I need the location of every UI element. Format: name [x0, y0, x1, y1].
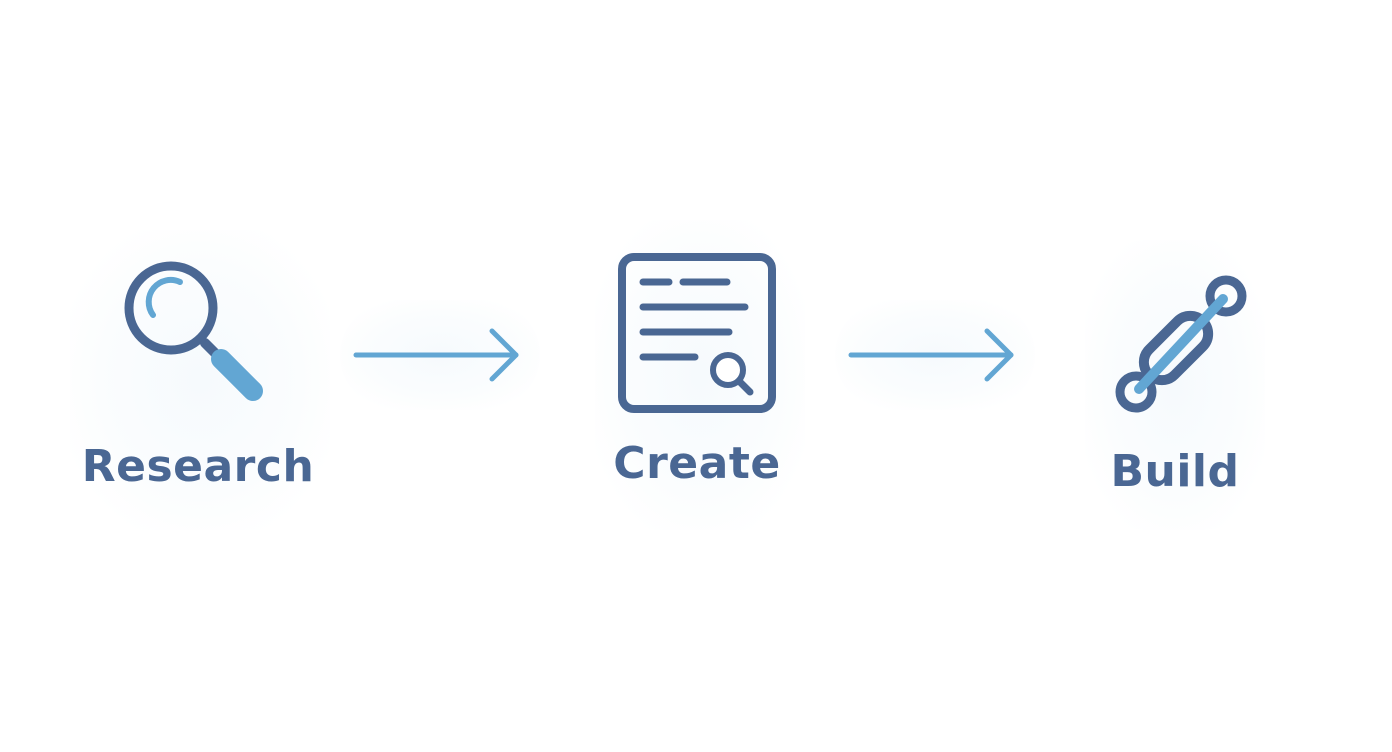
chain-link-icon — [1115, 275, 1247, 413]
step-label: Research — [81, 441, 315, 492]
step-label: Build — [1110, 446, 1240, 497]
step-research: Research — [70, 255, 326, 489]
arrow-right-icon — [353, 328, 519, 382]
document-search-icon — [618, 253, 776, 413]
step-create: Create — [597, 252, 797, 486]
step-label: Create — [613, 438, 781, 489]
step-build: Build — [1090, 262, 1260, 494]
magnifying-glass-icon — [124, 261, 263, 401]
arrow-right-icon — [848, 328, 1014, 382]
